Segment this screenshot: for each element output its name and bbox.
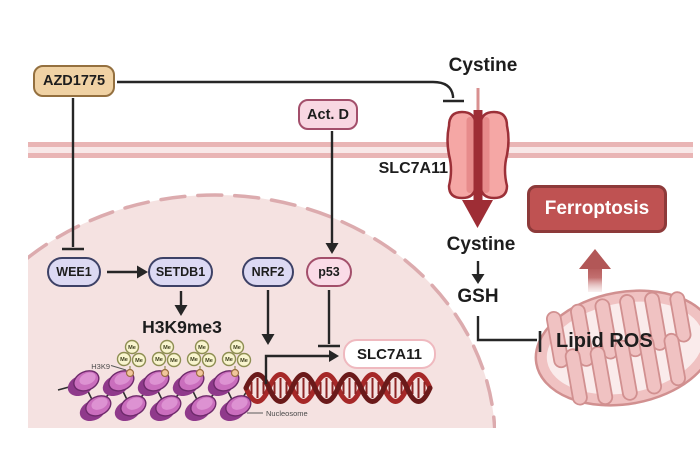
cystine-intracellular-label: Cystine (446, 234, 516, 255)
cystine-transport-arrow (462, 110, 493, 228)
nuclear-envelope (28, 193, 496, 428)
azd1775-box: AZD1775 (33, 65, 115, 97)
azd1775-slc7a11-inhibition-line (117, 80, 464, 103)
methyl-cluster: Me Me Me (151, 339, 182, 378)
lipid-ros-label: Lipid ROS (556, 329, 653, 352)
nucleus (28, 193, 496, 428)
gsh-lipidros-inhibition-line (476, 316, 542, 352)
me-label: Me (155, 357, 163, 363)
methyl-group-clusters: Me Me Me Me Me Me Me Me (116, 339, 252, 378)
h3k9me3-label: H3K9me3 (142, 316, 222, 337)
me-label: Me (205, 358, 213, 364)
cystine-extracellular-label: Cystine (448, 55, 518, 76)
nrf2-oval: NRF2 (242, 257, 294, 287)
nucleosome-icons (67, 370, 252, 422)
me-label: Me (225, 357, 233, 363)
gsh-label: GSH (457, 286, 499, 307)
me-label: Me (128, 345, 136, 351)
dna-double-helix-icon (243, 372, 433, 404)
transcription-elbow-arrow (264, 350, 339, 384)
act-d-box: Act. D (298, 99, 358, 130)
cell-membrane (28, 142, 693, 158)
cystine-gsh-arrow (471, 261, 485, 284)
p53-oval: p53 (306, 257, 352, 287)
me-label: Me (240, 358, 248, 364)
methyl-cluster: Me Me Me (221, 339, 252, 378)
methyl-cluster: Me Me Me (186, 339, 217, 378)
mitochondrion-icon (534, 289, 700, 407)
slc7a11-transporter-label: SLC7A11 (378, 160, 448, 177)
me-label: Me (233, 345, 241, 351)
me-label: Me (170, 358, 178, 364)
azd1775-wee1-inhibition-line (62, 98, 84, 251)
me-label: Me (198, 345, 206, 351)
me-label: Me (163, 345, 171, 351)
wee1-setdb1-arrow (107, 265, 148, 279)
me-label: Me (190, 357, 198, 363)
nrf2-slc7a11-arrow (261, 290, 275, 345)
lipid-ros-ferroptosis-arrow (579, 249, 611, 292)
slc7a11-channel-icon (446, 88, 510, 228)
nucleosome-label: Nucleosome (266, 408, 308, 418)
setdb1-h3k9me3-arrow (174, 291, 188, 316)
me-label: Me (120, 357, 128, 363)
setdb1-oval: SETDB1 (148, 257, 213, 287)
p53-slc7a11-inhibition-line (318, 290, 340, 348)
actd-p53-arrow (325, 131, 339, 254)
h3k9-pointer-line (110, 365, 127, 371)
wee1-oval: WEE1 (47, 257, 101, 287)
ferroptosis-box: Ferroptosis (527, 185, 667, 233)
h3k9-label: H3K9 (91, 361, 110, 371)
slc7a11-gene-box: SLC7A11 (343, 339, 436, 369)
me-label: Me (135, 358, 143, 364)
methyl-cluster: Me Me Me (116, 339, 147, 378)
